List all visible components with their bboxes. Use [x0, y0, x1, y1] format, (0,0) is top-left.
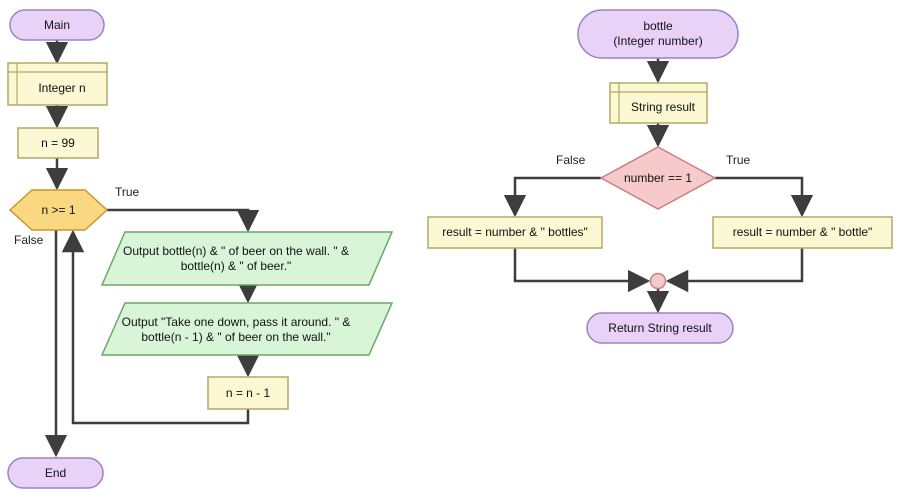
declare-result-node[interactable]: String result — [630, 100, 696, 114]
declare-n-shape — [7, 62, 108, 106]
return-shape — [586, 312, 734, 344]
output1-shape — [100, 231, 394, 286]
decision-node[interactable]: number == 1 — [623, 170, 693, 185]
connector-join-left — [513, 248, 651, 293]
merge-junction — [649, 272, 667, 290]
connector-true-branch-left — [107, 208, 260, 233]
false-branch-label-right: False — [556, 153, 586, 167]
connector-join-right — [665, 248, 804, 293]
true-branch-label-left: True — [115, 185, 140, 199]
output1-line2: bottle(n) & " of beer." — [180, 259, 292, 273]
true-branch-label-right: True — [726, 153, 751, 167]
false-result-shape — [427, 216, 603, 249]
declare-result-shape — [609, 82, 708, 124]
true-result-node[interactable]: result = number & " bottle" — [732, 225, 873, 239]
init-n-node[interactable]: n = 99 — [41, 135, 75, 150]
true-result-shape — [712, 216, 893, 249]
decrement-node[interactable]: n = n - 1 — [225, 385, 271, 400]
connector-false-branch-right — [503, 176, 601, 218]
main-start-shape — [9, 9, 105, 41]
bottle-start-node[interactable]: bottle (Integer number) — [578, 10, 738, 58]
bottle-start-shape — [577, 9, 739, 59]
output1-node[interactable]: Output bottle(n) & " of beer on the wall… — [100, 234, 372, 284]
false-branch-label-left: False — [14, 233, 44, 247]
loop-condition-node[interactable]: n >= 1 — [41, 202, 76, 217]
bottle-start-line1: bottle — [643, 19, 673, 33]
output2-line2: bottle(n - 1) & " of beer on the wall." — [141, 330, 331, 344]
main-end-node[interactable]: End — [44, 465, 67, 480]
decision-shape — [599, 146, 717, 210]
declare-n-node[interactable]: Integer n — [38, 81, 86, 95]
output1-line1: Output bottle(n) & " of beer on the wall… — [123, 244, 349, 258]
main-end-shape — [7, 457, 104, 489]
connector-true-branch-right — [715, 176, 814, 218]
init-n-shape — [17, 127, 99, 159]
bottle-start-line2: (Integer number) — [613, 34, 703, 48]
output2-line1: Output "Take one down, pass it around. "… — [121, 315, 351, 329]
return-node[interactable]: Return String result — [608, 320, 712, 335]
loop-condition-shape — [8, 189, 109, 231]
false-result-node[interactable]: result = number & " bottles" — [442, 225, 588, 239]
output2-shape — [100, 302, 394, 356]
connector-loop-back — [61, 229, 250, 425]
output2-node[interactable]: Output "Take one down, pass it around. "… — [100, 305, 372, 355]
main-start-node[interactable]: Main — [43, 17, 70, 32]
decrement-shape — [207, 376, 289, 410]
